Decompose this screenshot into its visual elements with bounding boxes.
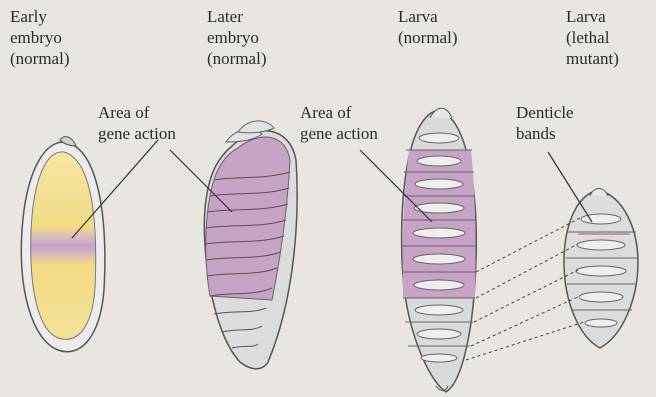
leader-denticle-bands — [548, 152, 592, 222]
larva-mutant — [564, 189, 638, 349]
later-embryo — [204, 121, 297, 369]
early-embryo — [21, 137, 105, 352]
larva-normal — [402, 108, 477, 392]
